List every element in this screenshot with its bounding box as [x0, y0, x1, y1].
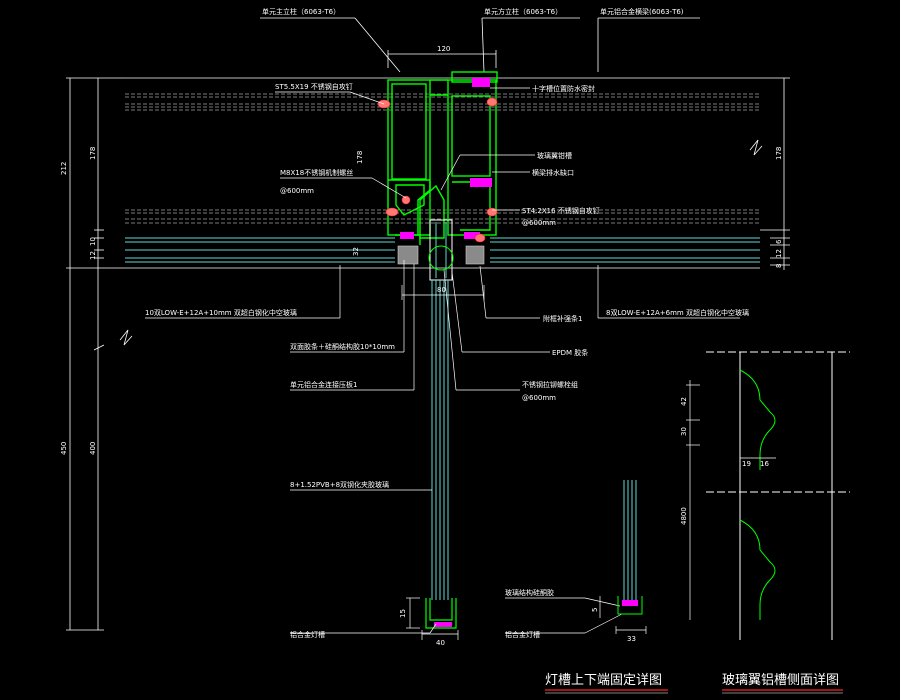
label-glass-left: 10双LOW-E+12A+10mm 双超白钢化中空玻璃 [145, 308, 297, 317]
label-fin-glass: 8+1.52PVB+8双钢化夹胶玻璃 [290, 480, 389, 489]
label-pressplate: 单元铝合金连接压板1 [290, 380, 357, 389]
label-drain: 横梁排水缺口 [532, 168, 574, 177]
dim-30: 30 [680, 427, 688, 436]
glass-fin [428, 219, 454, 600]
dim-6-right: 6 [775, 239, 783, 244]
label-foam: 双面胶条＋硅酮结构胶10*10mm [290, 342, 395, 351]
label-anticollision: 附框补强条1 [543, 314, 582, 323]
dim-12-right: 12 [775, 249, 783, 258]
glass-bands [125, 77, 760, 224]
dim-400: 400 [89, 442, 97, 455]
dim-212: 212 [60, 162, 68, 175]
label-silicone: 玻璃结构硅酮胶 [505, 588, 554, 597]
dim-32: 32 [352, 247, 360, 256]
glass-panes [125, 237, 760, 269]
label-cross-seal: 十字槽位置防水密封 [532, 84, 595, 93]
fin-section-right [599, 480, 647, 634]
lamp-slot-left [425, 598, 457, 629]
dim-16: 16 [760, 460, 769, 468]
dim-15-left: 15 [399, 609, 407, 618]
title-left: 灯槽上下端固定详图 [545, 673, 662, 688]
dim-178-mid: 178 [356, 151, 364, 164]
right-dim-chain [760, 77, 790, 270]
dim-178-left: 178 [89, 147, 97, 160]
dim-12-left: 12 [89, 251, 97, 260]
seals [400, 78, 492, 627]
label-glass-fin-slot: 玻璃翼钳槽 [537, 151, 572, 160]
title-right: 玻璃翼铝槽侧面详图 [722, 673, 839, 688]
dim-40: 40 [436, 639, 445, 647]
dim-4800: 4800 [680, 507, 688, 525]
dim-450: 450 [60, 442, 68, 455]
label-screw2: ST4.2X16 不锈钢自攻钉 [522, 206, 600, 215]
label-fin-bolt: 不锈钢拉铆螺栓组 [522, 380, 578, 389]
gaskets [397, 245, 485, 265]
dim-33: 33 [627, 635, 636, 643]
label-screw1: ST5.5X19 不锈钢自攻钉 [275, 82, 353, 91]
label-bottom-right: 铝合金灯槽 [505, 630, 540, 639]
lamp-slot-dims [406, 597, 459, 640]
label-bolt: M8X18不锈钢机制螺丝 [280, 168, 353, 177]
dim-8-right: 8 [775, 264, 783, 268]
label-epdm: EPDM 胶条 [552, 348, 588, 357]
label-main-mullion: 单元主立柱（6063-T6） [262, 7, 340, 16]
left-dim-chain [66, 77, 125, 631]
label-transom: 单元铝合金横梁(6063-T6) [600, 7, 684, 16]
annotation-leaders [145, 87, 740, 634]
label-screw2-spacing: @600mm [522, 219, 556, 227]
dim-19: 19 [742, 460, 751, 468]
dim-178-right: 178 [775, 147, 783, 160]
dim-120: 120 [437, 45, 450, 53]
dim-10-left: 10 [89, 237, 97, 246]
dim-80-line [401, 285, 485, 300]
label-bolt-spacing: @600mm [280, 187, 314, 195]
label-bottom-left: 铝合金灯槽 [290, 630, 325, 639]
break-marks [119, 139, 763, 346]
label-fin-bolt-spacing: @600mm [522, 394, 556, 402]
label-glass-right: 8双LOW-E+12A+6mm 双超白钢化中空玻璃 [606, 308, 749, 317]
top-leaders [260, 17, 700, 73]
label-square-mullion: 单元方立柱（6063-T6） [484, 7, 562, 16]
dim-5: 5 [591, 608, 599, 612]
fin-side-elevation [686, 351, 850, 640]
dim-42: 42 [680, 397, 688, 406]
dim-80: 80 [437, 286, 446, 294]
